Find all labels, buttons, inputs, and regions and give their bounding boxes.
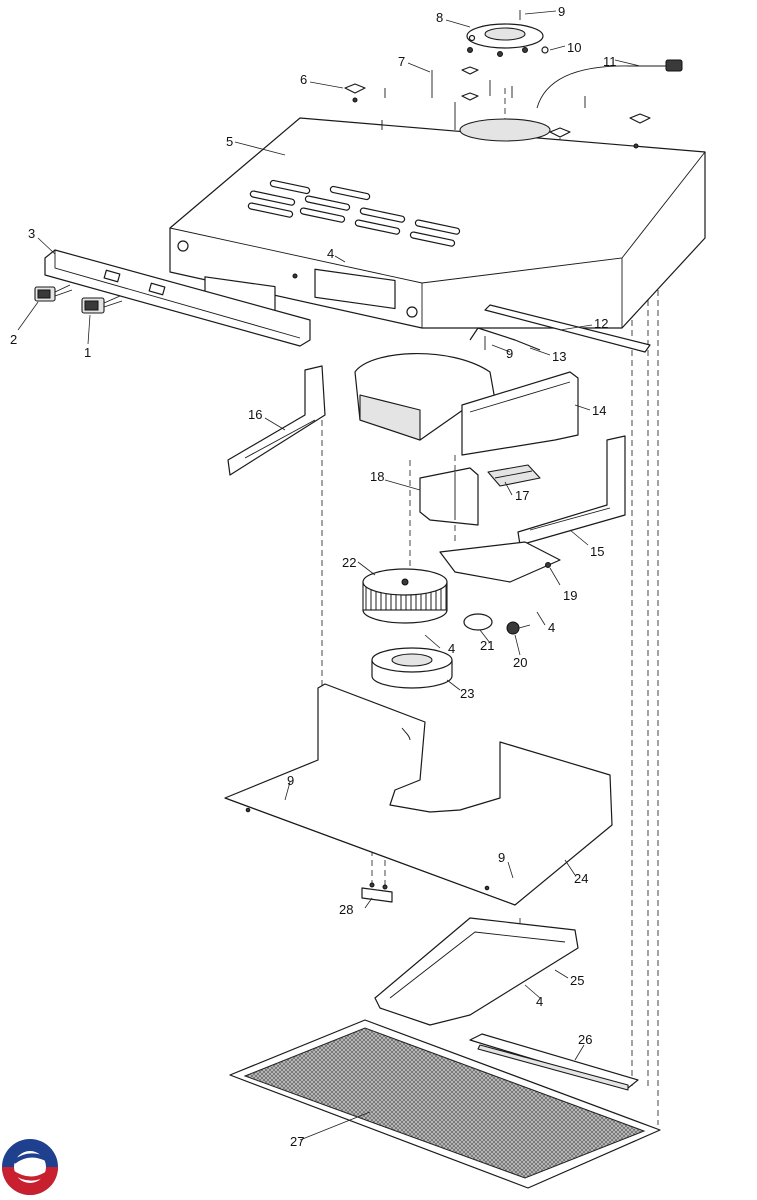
power-cord-11	[536, 59, 683, 109]
callout-1: 1	[84, 345, 91, 360]
callout-4c: 4	[448, 641, 455, 656]
hinge-28	[361, 882, 393, 903]
callout-9b: 9	[506, 346, 513, 361]
lens-21	[463, 613, 493, 631]
damper-collar-8	[466, 23, 544, 57]
callout-9d: 9	[498, 850, 505, 865]
callout-12: 12	[594, 316, 608, 331]
callout-20: 20	[513, 655, 527, 670]
blower-wheel-22	[362, 568, 448, 624]
light-socket-20	[506, 621, 531, 635]
mounting-plate-19	[439, 541, 561, 583]
cable-clamp-6	[344, 83, 366, 103]
hood-housing	[169, 117, 706, 329]
bracket-13	[469, 327, 541, 351]
side-bracket-15	[517, 435, 626, 546]
washer-10	[468, 34, 549, 54]
callout-4b: 4	[548, 620, 555, 635]
leader-lines	[17, 10, 641, 1141]
callout-22: 22	[342, 555, 356, 570]
side-bracket-16	[227, 365, 326, 476]
callout-24: 24	[574, 871, 588, 886]
callout-5: 5	[226, 134, 233, 149]
light-lens-25	[374, 917, 579, 1026]
callout-7: 7	[398, 54, 405, 69]
callout-21: 21	[480, 638, 494, 653]
callout-13: 13	[552, 349, 566, 364]
callout-8: 8	[436, 10, 443, 25]
callout-23: 23	[460, 686, 474, 701]
callout-15: 15	[590, 544, 604, 559]
duct-cover-18	[419, 467, 479, 526]
callout-4d: 4	[536, 994, 543, 1009]
callout-3: 3	[28, 226, 35, 241]
callout-14: 14	[592, 403, 606, 418]
callout-6: 6	[300, 72, 307, 87]
rocker-switch-1	[81, 295, 123, 314]
hood-vent-slots	[247, 179, 461, 247]
callout-19: 19	[563, 588, 577, 603]
callout-4a: 4	[327, 246, 334, 261]
rocker-switch-2	[34, 284, 73, 302]
terminal-block-17	[487, 464, 541, 487]
callout-10: 10	[567, 40, 581, 55]
cable-clamp-top	[461, 66, 651, 149]
bottom-pan-24	[224, 683, 613, 906]
control-bezel-3	[44, 249, 311, 347]
callout-26: 26	[578, 1032, 592, 1047]
callout-9c: 9	[287, 773, 294, 788]
callout-28: 28	[339, 902, 353, 917]
blower-bracket-14	[461, 371, 579, 456]
callout-11: 11	[603, 54, 617, 69]
top-fasteners	[344, 10, 683, 149]
charcoal-filter-23	[371, 647, 453, 689]
callout-labels: 1 2 3 4 4 4 4 5 6 7 8 9 9 9 9 10 11 12 1…	[10, 4, 617, 1149]
light-lens-26	[469, 1033, 639, 1091]
callout-27: 27	[290, 1134, 304, 1149]
callout-18: 18	[370, 469, 384, 484]
brand-logo	[2, 1139, 58, 1195]
callout-17: 17	[515, 488, 529, 503]
callout-9a: 9	[558, 4, 565, 19]
grease-filter-27	[229, 1019, 661, 1189]
callout-16: 16	[248, 407, 262, 422]
blower-housing	[354, 352, 496, 441]
callout-25: 25	[570, 973, 584, 988]
callout-2: 2	[10, 332, 17, 347]
